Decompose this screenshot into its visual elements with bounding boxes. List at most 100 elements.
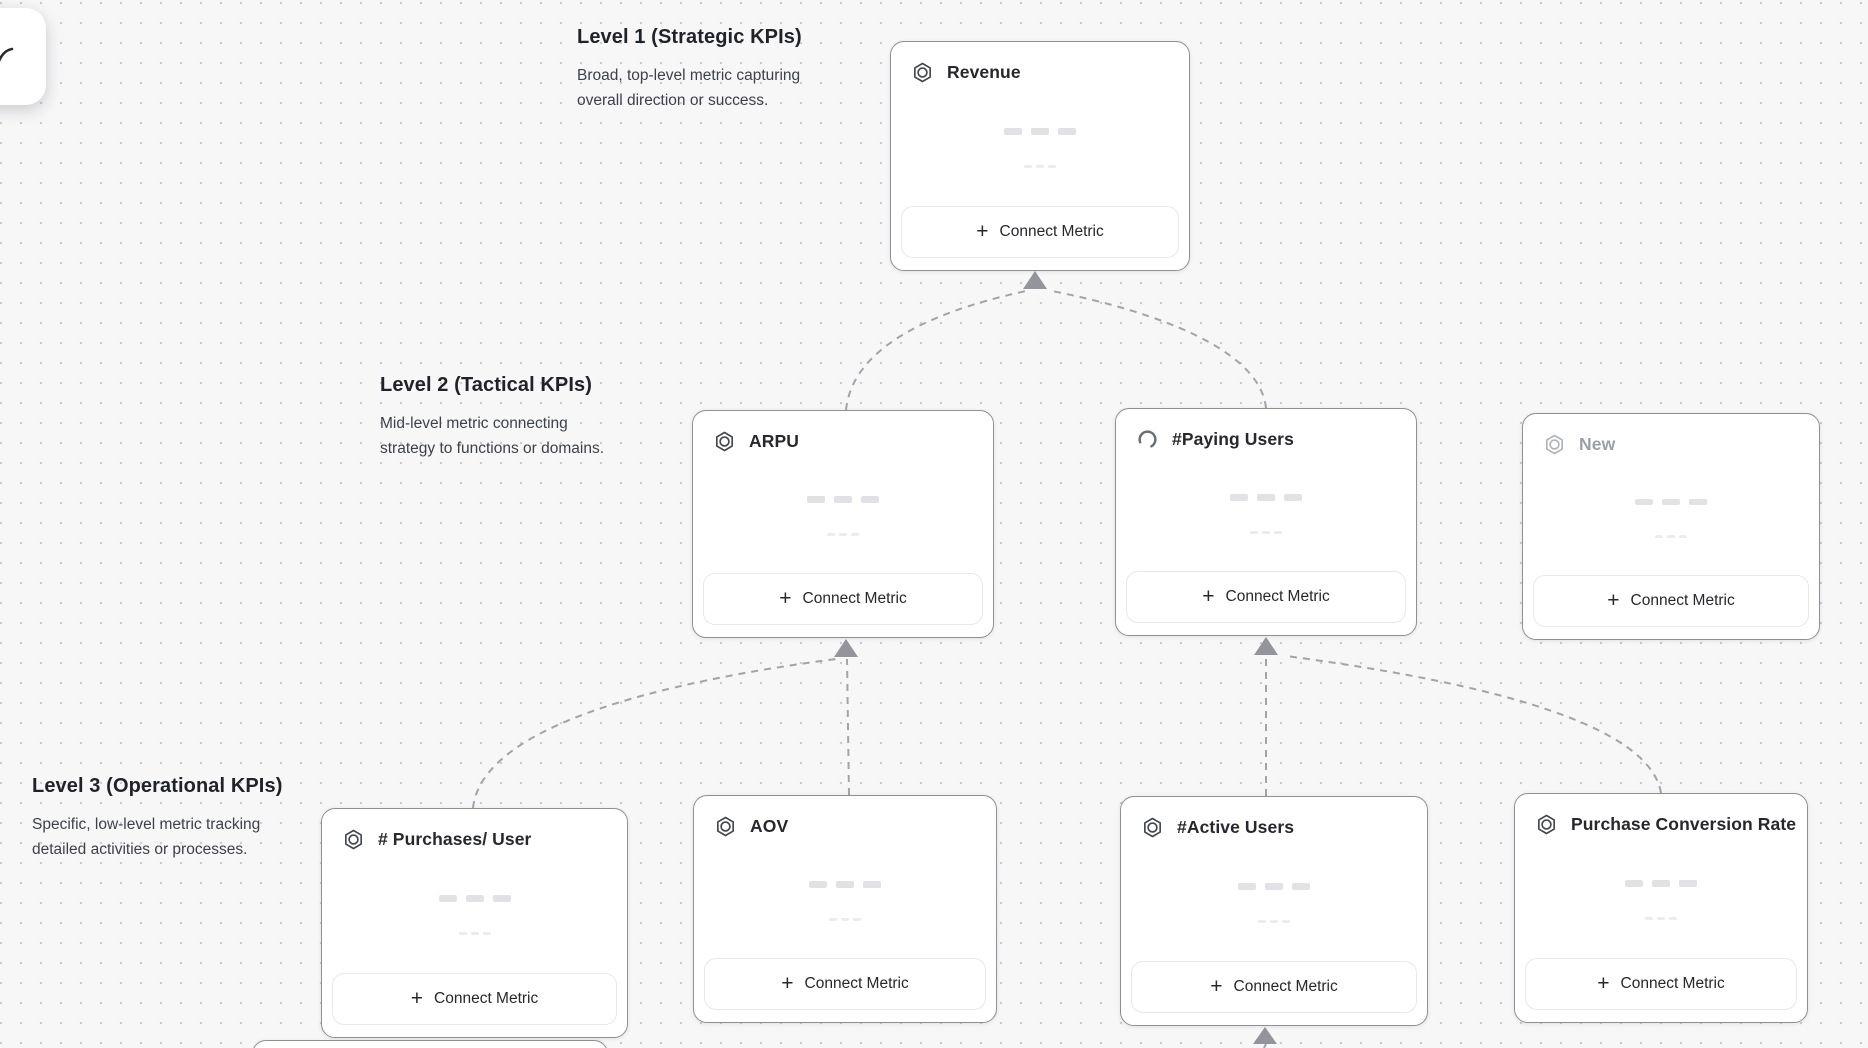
arrowhead-into-paying — [1254, 637, 1278, 655]
skeleton-row — [438, 895, 511, 902]
connect-metric-label: Connect Metric — [1630, 592, 1735, 609]
skeleton-row-small — [1645, 916, 1677, 920]
connect-metric-button[interactable]: + Connect Metric — [901, 206, 1179, 258]
node-header: ARPU — [693, 411, 993, 453]
skeleton-row — [1625, 880, 1697, 887]
metric-node-revenue[interactable]: Revenue + Connect Metric — [890, 41, 1190, 271]
level-2-title: Level 2 (Tactical KPIs) — [380, 374, 593, 396]
connect-metric-label: Connect Metric — [1233, 978, 1338, 995]
metric-hexagon-icon — [713, 430, 736, 453]
skeleton-row — [1635, 498, 1707, 506]
skeleton-row-small — [1024, 164, 1056, 168]
node-skeleton — [322, 851, 627, 973]
metric-hexagon-icon — [1543, 433, 1566, 456]
connect-metric-button[interactable]: + Connect Metric — [703, 573, 983, 625]
arrowhead-into-revenue — [1023, 271, 1047, 289]
metric-hexagon-icon — [1535, 813, 1558, 836]
skeleton-row-small — [827, 532, 859, 536]
level-1-label: Level 1 (Strategic KPIs) Broad, top-leve… — [577, 26, 802, 113]
skeleton-row-small — [458, 931, 491, 935]
edge-pcr-to-paying — [1285, 655, 1662, 794]
cursor-glyph-icon — [0, 47, 14, 62]
metric-hexagon-icon — [1141, 816, 1164, 839]
arrowhead-into-arpu — [834, 639, 858, 657]
metric-node-aov[interactable]: AOV + Connect Metric — [693, 795, 997, 1023]
edge-paying-to-revenue — [1051, 290, 1267, 409]
node-title: #Active Users — [1177, 817, 1295, 837]
skeleton-row — [809, 881, 881, 888]
connect-metric-button[interactable]: + Connect Metric — [332, 973, 617, 1025]
node-header: #Paying Users — [1116, 409, 1416, 451]
metric-node-purchases-per-user[interactable]: # Purchases/ User + Connect Metric — [321, 808, 628, 1038]
metric-node-arpu[interactable]: ARPU + Connect Metric — [692, 410, 994, 638]
edge-purchases-to-arpu — [472, 658, 837, 809]
connect-metric-label: Connect Metric — [434, 990, 539, 1007]
node-header: New — [1523, 414, 1819, 456]
connect-metric-button[interactable]: + Connect Metric — [1126, 571, 1406, 623]
plus-icon: + — [779, 586, 792, 610]
metric-node-partial-offscreen[interactable] — [252, 1040, 608, 1048]
plus-icon: + — [1597, 971, 1610, 995]
skeleton-row — [1004, 128, 1076, 135]
metric-node-paying-users[interactable]: #Paying Users + Connect Metric — [1115, 408, 1417, 636]
node-skeleton — [1121, 839, 1427, 961]
connect-metric-label: Connect Metric — [802, 590, 907, 607]
connect-metric-label: Connect Metric — [804, 975, 909, 992]
node-header: AOV — [694, 796, 996, 838]
edge-arpu-to-revenue — [845, 290, 1027, 411]
node-header: #Active Users — [1121, 797, 1427, 839]
skeleton-row-small — [1250, 530, 1282, 534]
arrowhead-into-active — [1253, 1027, 1277, 1044]
metric-hexagon-icon — [342, 828, 365, 851]
connect-metric-button[interactable]: + Connect Metric — [1525, 958, 1797, 1010]
node-skeleton — [1523, 456, 1819, 575]
node-skeleton — [1515, 836, 1807, 958]
connect-metric-button[interactable]: + Connect Metric — [704, 958, 986, 1010]
plus-icon: + — [976, 219, 989, 243]
skeleton-row — [1238, 883, 1310, 890]
plus-icon: + — [1210, 974, 1223, 998]
level-2-label: Level 2 (Tactical KPIs) Mid-level metric… — [380, 374, 604, 461]
node-title: AOV — [750, 816, 789, 836]
node-skeleton — [891, 84, 1189, 206]
loading-spinner-icon — [1136, 428, 1159, 451]
connect-metric-label: Connect Metric — [1225, 588, 1330, 605]
node-title: ARPU — [749, 431, 799, 451]
node-title: New — [1579, 434, 1616, 454]
node-skeleton — [1116, 451, 1416, 571]
metric-node-new[interactable]: New + Connect Metric — [1522, 413, 1820, 640]
node-title: #Paying Users — [1172, 429, 1294, 449]
skeleton-row-small — [1258, 919, 1290, 923]
edge-offscreen-to-active — [1263, 1043, 1267, 1048]
plus-icon: + — [410, 986, 424, 1010]
plus-icon: + — [781, 971, 794, 995]
level-3-label: Level 3 (Operational KPIs) Specific, low… — [32, 775, 282, 862]
connect-metric-label: Connect Metric — [1620, 975, 1725, 992]
connect-metric-button[interactable]: + Connect Metric — [1533, 575, 1809, 627]
metric-node-purchase-conversion-rate[interactable]: Purchase Conversion Rate + Connect Metri… — [1514, 793, 1808, 1023]
node-title: # Purchases/ User — [378, 829, 532, 849]
metric-hexagon-icon — [911, 61, 934, 84]
node-header: Revenue — [891, 42, 1189, 84]
node-title: Revenue — [947, 62, 1021, 82]
node-skeleton — [693, 453, 993, 573]
floating-toolbar-partial[interactable] — [0, 8, 46, 105]
edge-aov-to-arpu — [846, 658, 850, 796]
skeleton-row-small — [1655, 535, 1687, 539]
connect-metric-button[interactable]: + Connect Metric — [1131, 961, 1417, 1013]
connect-metric-label: Connect Metric — [999, 223, 1104, 240]
skeleton-row-small — [829, 917, 861, 921]
node-header: # Purchases/ User — [322, 809, 627, 851]
plus-icon: + — [1202, 584, 1215, 608]
metric-node-active-users[interactable]: #Active Users + Connect Metric — [1120, 796, 1428, 1026]
plus-icon: + — [1607, 588, 1620, 612]
skeleton-row — [1230, 494, 1302, 501]
node-header: Purchase Conversion Rate — [1515, 794, 1807, 836]
level-3-title: Level 3 (Operational KPIs) — [32, 775, 283, 797]
node-title: Purchase Conversion Rate — [1571, 814, 1797, 834]
node-skeleton — [694, 838, 996, 958]
level-1-title: Level 1 (Strategic KPIs) — [577, 26, 802, 48]
